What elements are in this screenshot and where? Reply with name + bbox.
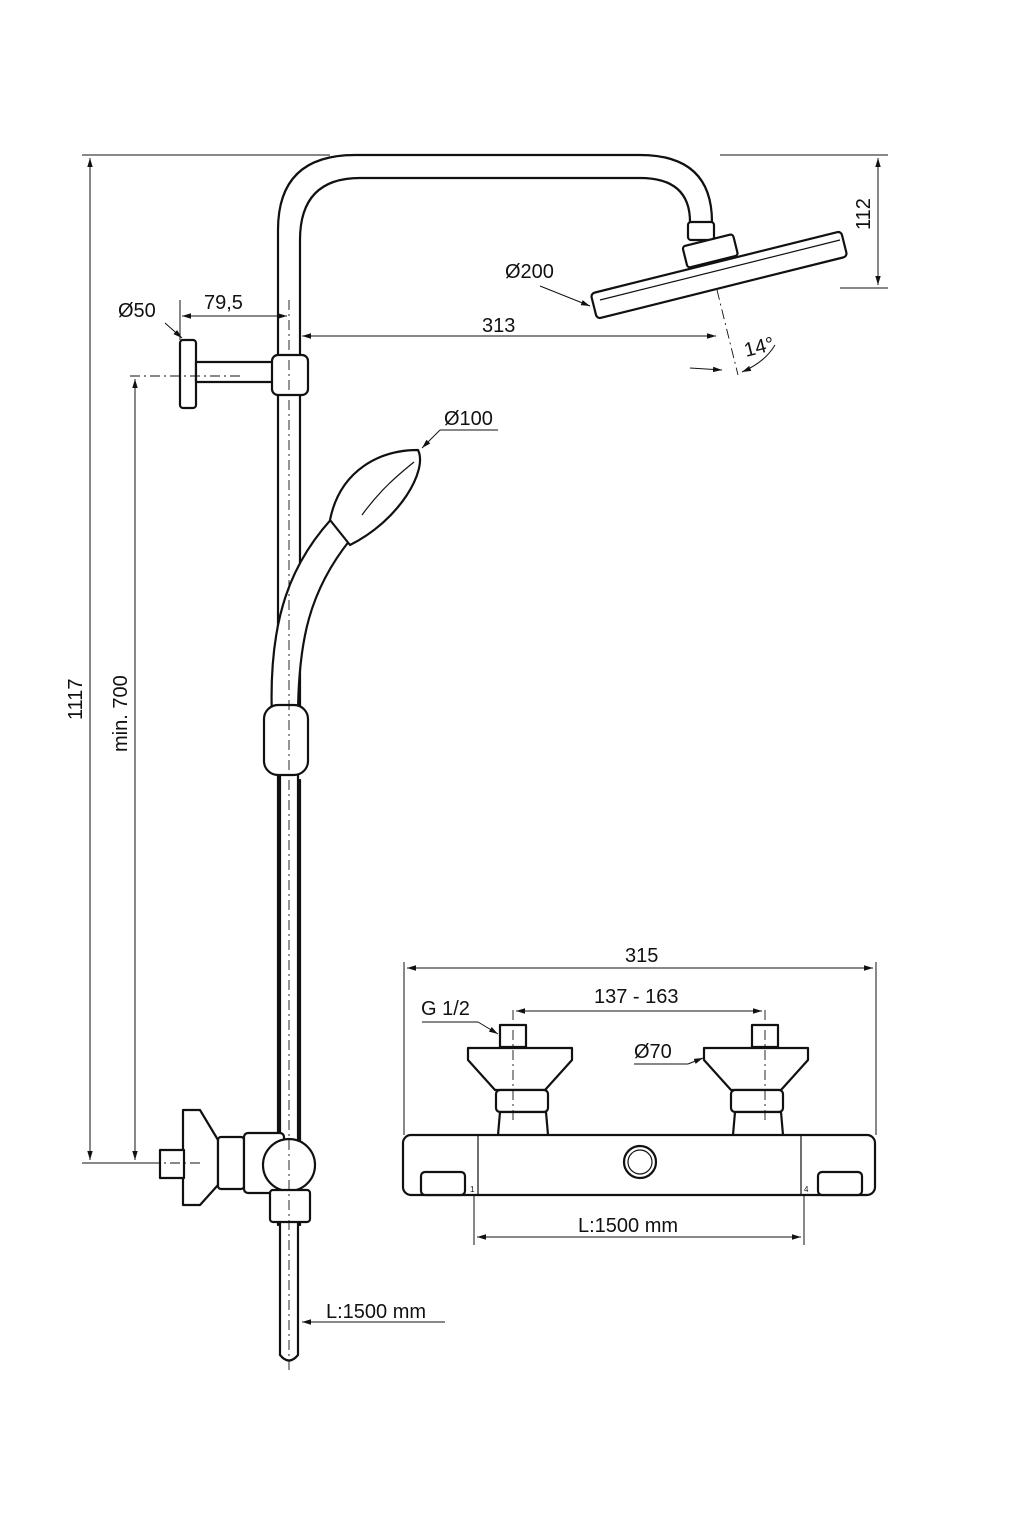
dim-bracket-diameter: Ø50 bbox=[118, 300, 156, 322]
dim-head-angle: 14° bbox=[742, 333, 777, 362]
dim-inlet-thread: G 1/2 bbox=[421, 998, 470, 1020]
riser-pipe bbox=[276, 153, 739, 722]
marking-left: 1 bbox=[470, 1185, 475, 1194]
dim-head-diameter: Ø200 bbox=[505, 261, 554, 283]
dimension-lines bbox=[82, 154, 888, 1325]
head-shower bbox=[590, 230, 848, 320]
dim-total-height: 1117 bbox=[65, 678, 87, 720]
dim-thermostat-width: 315 bbox=[625, 945, 658, 967]
marking-right: 4 bbox=[804, 1185, 809, 1194]
dim-min-height: min. 700 bbox=[110, 675, 132, 752]
diverter-button bbox=[622, 1144, 658, 1180]
dim-bracket-offset: 79,5 bbox=[204, 292, 243, 314]
dim-escutcheon-diameter: Ø70 bbox=[634, 1041, 672, 1063]
wall-valve bbox=[158, 1108, 317, 1224]
dim-inlet-spacing: 137 - 163 bbox=[594, 986, 679, 1008]
hand-shower bbox=[262, 448, 422, 777]
dim-arm-reach: 313 bbox=[482, 315, 515, 337]
dim-hose-length-left: L:1500 mm bbox=[326, 1301, 426, 1323]
wall-bracket bbox=[178, 338, 310, 410]
dim-hose-length-right: L:1500 mm bbox=[578, 1215, 678, 1237]
thermostat-bar: 1 4 bbox=[401, 1023, 877, 1197]
dim-hand-shower-diameter: Ø100 bbox=[444, 408, 493, 430]
center-lines bbox=[130, 289, 766, 1370]
dim-head-drop: 112 bbox=[853, 198, 875, 230]
